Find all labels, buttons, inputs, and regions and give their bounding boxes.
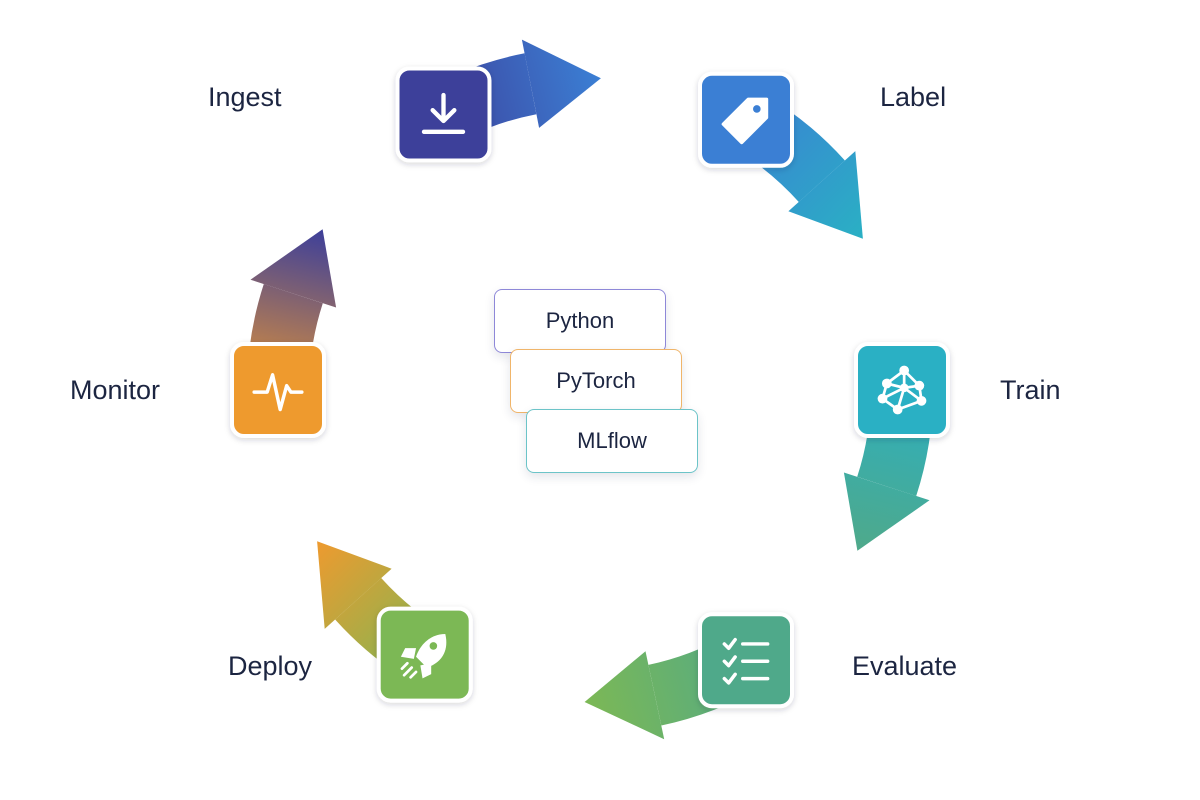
cycle-arrowhead-label	[788, 151, 863, 239]
stage-node-deploy	[376, 606, 473, 703]
cycle-arrowhead-deploy	[317, 541, 392, 629]
stage-label-ingest: Ingest	[208, 82, 282, 112]
stage-label-monitor: Monitor	[70, 375, 161, 405]
stage-label-label: Label	[880, 82, 947, 112]
stage-label-evaluate: Evaluate	[852, 651, 958, 681]
stage-label-train: Train	[1000, 375, 1061, 405]
stage-node-monitor	[230, 342, 326, 438]
stage-label-deploy: Deploy	[228, 651, 313, 681]
tool-card-pytorch: PyTorch	[510, 349, 682, 413]
stage-nodes	[230, 66, 950, 709]
stage-node-evaluate	[698, 612, 794, 709]
tool-card-python: Python	[494, 289, 666, 353]
tool-card-mlflow: MLflow	[526, 409, 698, 473]
stage-node-train	[854, 342, 950, 438]
stage-node-label	[698, 71, 794, 168]
cycle-arrowhead-ingest	[521, 39, 601, 128]
stage-node-box-monitor	[230, 342, 326, 438]
stage-node-ingest	[395, 66, 492, 163]
cycle-arrowhead-train	[843, 472, 930, 551]
cycle-arrowhead-monitor	[250, 229, 337, 308]
cycle-arrowhead-evaluate	[584, 651, 665, 740]
